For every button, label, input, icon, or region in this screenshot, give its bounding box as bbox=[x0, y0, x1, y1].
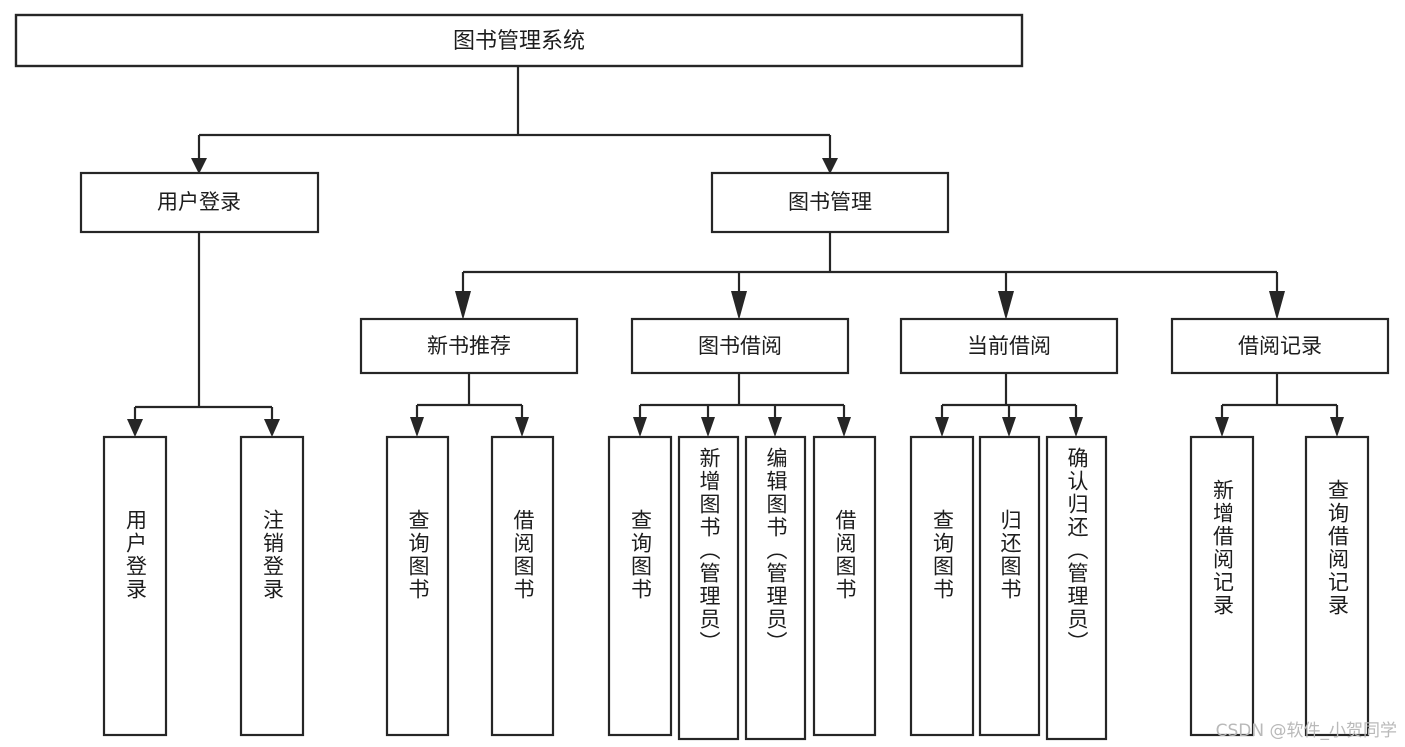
node-box-leaf-confirm-return[interactable] bbox=[1045, 435, 1108, 741]
node-label-user-login: 用户登录 bbox=[157, 190, 241, 214]
arrow-head-icon bbox=[998, 291, 1014, 320]
arrow-head-icon bbox=[1002, 417, 1016, 437]
node-box-leaf-add-book[interactable] bbox=[677, 435, 740, 741]
node-box-leaf-borrow-book-1[interactable] bbox=[490, 435, 555, 737]
arrow-head-icon bbox=[410, 417, 424, 437]
node-box-leaf-query-book-2[interactable] bbox=[607, 435, 673, 737]
node-box-leaf-logout[interactable] bbox=[239, 435, 305, 737]
node-label-root: 图书管理系统 bbox=[453, 29, 585, 54]
arrow-head-icon bbox=[633, 417, 647, 437]
node-box-leaf-user-login[interactable] bbox=[102, 435, 168, 737]
node-box-current-borrow[interactable] bbox=[899, 317, 1119, 375]
arrow-head-icon bbox=[191, 158, 207, 174]
arrow-head-icon bbox=[822, 158, 838, 174]
arrow-head-icon bbox=[935, 417, 949, 437]
arrow-head-icon bbox=[1215, 417, 1229, 437]
node-box-leaf-query-book-3[interactable] bbox=[909, 435, 975, 737]
arrow-head-icon bbox=[264, 419, 280, 437]
node-box-user-login[interactable] bbox=[79, 171, 320, 234]
node-box-borrow-record[interactable] bbox=[1170, 317, 1390, 375]
node-label-new-book-rec: 新书推荐 bbox=[427, 334, 511, 358]
node-label-current-borrow: 当前借阅 bbox=[967, 334, 1051, 358]
node-layer: 图书管理系统 用户登录 图书管理 新书推荐 图书借阅 当前借阅 借阅记录 bbox=[14, 13, 1390, 741]
node-box-leaf-query-book-1[interactable] bbox=[385, 435, 450, 737]
arrow-head-icon bbox=[837, 417, 851, 437]
arrow-head-icon bbox=[701, 417, 715, 437]
arrow-head-icon bbox=[1269, 291, 1285, 320]
node-label-book-borrow: 图书借阅 bbox=[698, 334, 782, 358]
arrow-head-icon bbox=[515, 417, 529, 437]
connector-layer bbox=[127, 66, 1344, 437]
arrow-head-icon bbox=[1069, 417, 1083, 437]
node-box-leaf-add-record[interactable] bbox=[1189, 435, 1255, 737]
node-box-leaf-return-book[interactable] bbox=[978, 435, 1041, 737]
node-box-book-borrow[interactable] bbox=[630, 317, 850, 375]
node-box-book-manage[interactable] bbox=[710, 171, 950, 234]
node-box-root[interactable] bbox=[14, 13, 1024, 68]
node-box-leaf-borrow-book-2[interactable] bbox=[812, 435, 877, 737]
arrow-head-icon bbox=[455, 291, 471, 320]
arrow-head-icon bbox=[127, 419, 143, 437]
node-label-book-manage: 图书管理 bbox=[788, 190, 872, 214]
node-box-leaf-edit-book[interactable] bbox=[744, 435, 807, 741]
arrow-head-icon bbox=[1330, 417, 1344, 437]
node-box-leaf-query-record[interactable] bbox=[1304, 435, 1370, 737]
node-label-borrow-record: 借阅记录 bbox=[1238, 334, 1322, 358]
arrow-head-icon bbox=[768, 417, 782, 437]
node-box-new-book-rec[interactable] bbox=[359, 317, 579, 375]
arrow-head-icon bbox=[731, 291, 747, 320]
